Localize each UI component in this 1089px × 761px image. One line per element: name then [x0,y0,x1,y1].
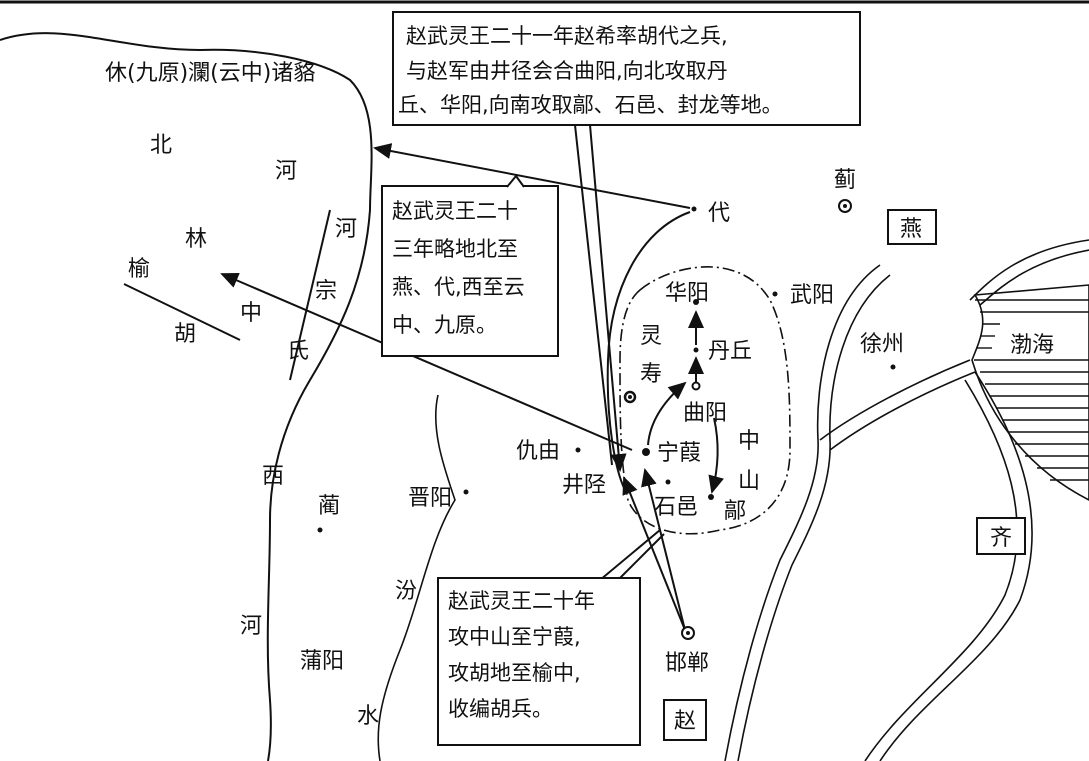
arrow-ningjia-to-quyang [647,381,687,446]
region-yan: 燕 [887,209,937,245]
region-qi: 齐 [976,517,1026,555]
svg-text:赵武灵王二十一年赵希率胡代之兵,: 赵武灵王二十一年赵希率胡代之兵, [406,24,728,48]
svg-text:氏: 氏 [287,339,309,364]
svg-text:燕、代,西至云: 燕、代,西至云 [392,275,525,299]
svg-text:蔺: 蔺 [318,494,340,519]
svg-text:中: 中 [738,429,760,454]
arrow-quyang-to-hao [708,417,724,494]
svg-text:徐州: 徐州 [860,332,904,357]
jinyang-dot [463,489,469,495]
svg-text:邯郸: 邯郸 [665,651,709,676]
svg-text:晋阳: 晋阳 [408,486,452,511]
arrow-note-to-jingxing [589,124,627,472]
arrow-handan-to-ningjia [641,468,686,631]
svg-text:山: 山 [738,469,760,494]
svg-text:西: 西 [262,464,284,489]
note-year-23: 赵武灵王二十 三年略地北至 燕、代,西至云 中、九原。 [381,174,559,357]
yuzhong-line [123,283,241,341]
svg-text:灵: 灵 [640,324,662,349]
quyang-circle [691,381,701,391]
wuyang-dot [772,291,778,297]
svg-text:中、九原。: 中、九原。 [392,313,497,337]
dai-dot [691,206,697,212]
svg-text:井陉: 井陉 [562,473,606,498]
svg-text:中: 中 [240,301,262,326]
svg-text:北: 北 [150,133,172,158]
svg-text:丘、华阳,向南攻取鄗、石邑、封龙等地。: 丘、华阳,向南攻取鄗、石邑、封龙等地。 [398,93,783,117]
svg-text:赵武灵王二十: 赵武灵王二十 [392,199,518,223]
lin-dot [317,527,323,533]
yellow-river [0,32,373,761]
campaign-arrows [220,124,724,631]
svg-text:蓟: 蓟 [834,168,856,193]
hezong-line [289,209,331,381]
svg-text:汾: 汾 [395,579,417,604]
region-zhao: 赵 [663,699,707,741]
svg-text:寿: 寿 [640,362,662,387]
map-labels: 休(九原)瀾(云中)诸貉 北 河 河 宗 氏 林 榆 中 胡 西 河 汾 水 代… [105,61,1054,729]
svg-text:宁葭: 宁葭 [657,441,701,466]
svg-text:华阳: 华阳 [665,281,709,306]
shiyi-dot [665,479,671,485]
qiuyou-dot [575,447,581,453]
note-year-20: 赵武灵王二十年 攻中山至宁葭, 攻胡地至榆中, 收编胡兵。 [437,529,665,746]
huayang-dot [693,299,699,305]
zhongshan-border [619,266,791,535]
arrow-handan-to-jingxing [622,476,686,631]
arrow-to-yuzhong [220,272,633,451]
note-year-21: 赵武灵王二十一年赵希率胡代之兵, 与赵军由井径会合曲阳,向北攻取丹 丘、华阳,向… [392,11,861,126]
svg-text:河: 河 [240,614,262,639]
svg-text:攻中山至宁葭,: 攻中山至宁葭, [448,625,581,649]
svg-text:赵武灵王二十年: 赵武灵王二十年 [448,589,595,613]
svg-text:石邑: 石邑 [654,495,698,520]
svg-text:攻胡地至榆中,: 攻胡地至榆中, [448,661,581,685]
svg-text:赵: 赵 [674,709,696,734]
svg-text:水: 水 [357,704,379,729]
place-markers [317,199,896,640]
hao-dot [708,494,714,500]
eastern-rivers [724,239,1089,761]
svg-text:河: 河 [335,217,357,242]
arrow-dai-to-north [373,143,691,209]
svg-text:胡: 胡 [174,322,196,347]
svg-text:丹丘: 丹丘 [708,339,752,364]
xuzhou-dot [890,364,896,370]
ningjia-dot [642,448,650,456]
fen-river [377,394,456,761]
svg-text:武阳: 武阳 [790,283,834,308]
svg-text:曲阳: 曲阳 [683,401,727,426]
danqiu-dot [693,347,699,353]
svg-text:林: 林 [185,227,207,252]
svg-text:蒲阳: 蒲阳 [300,649,344,674]
svg-text:鄗: 鄗 [724,499,746,524]
svg-text:收编胡兵。: 收编胡兵。 [448,697,553,721]
tribes-label: 休(九原)瀾(云中)诸貉 [105,61,315,86]
svg-text:榆: 榆 [128,257,150,282]
svg-text:宗: 宗 [315,279,337,304]
bohai-sea [971,284,1089,501]
svg-text:齐: 齐 [990,526,1012,551]
svg-text:三年略地北至: 三年略地北至 [392,237,518,261]
svg-text:河: 河 [275,159,297,184]
svg-text:渤海: 渤海 [1010,333,1054,358]
svg-text:仇由: 仇由 [516,439,560,464]
svg-text:燕: 燕 [900,217,922,242]
svg-text:与赵军由井径会合曲阳,向北攻取丹: 与赵军由井径会合曲阳,向北攻取丹 [406,59,728,83]
svg-text:代: 代 [708,201,730,226]
